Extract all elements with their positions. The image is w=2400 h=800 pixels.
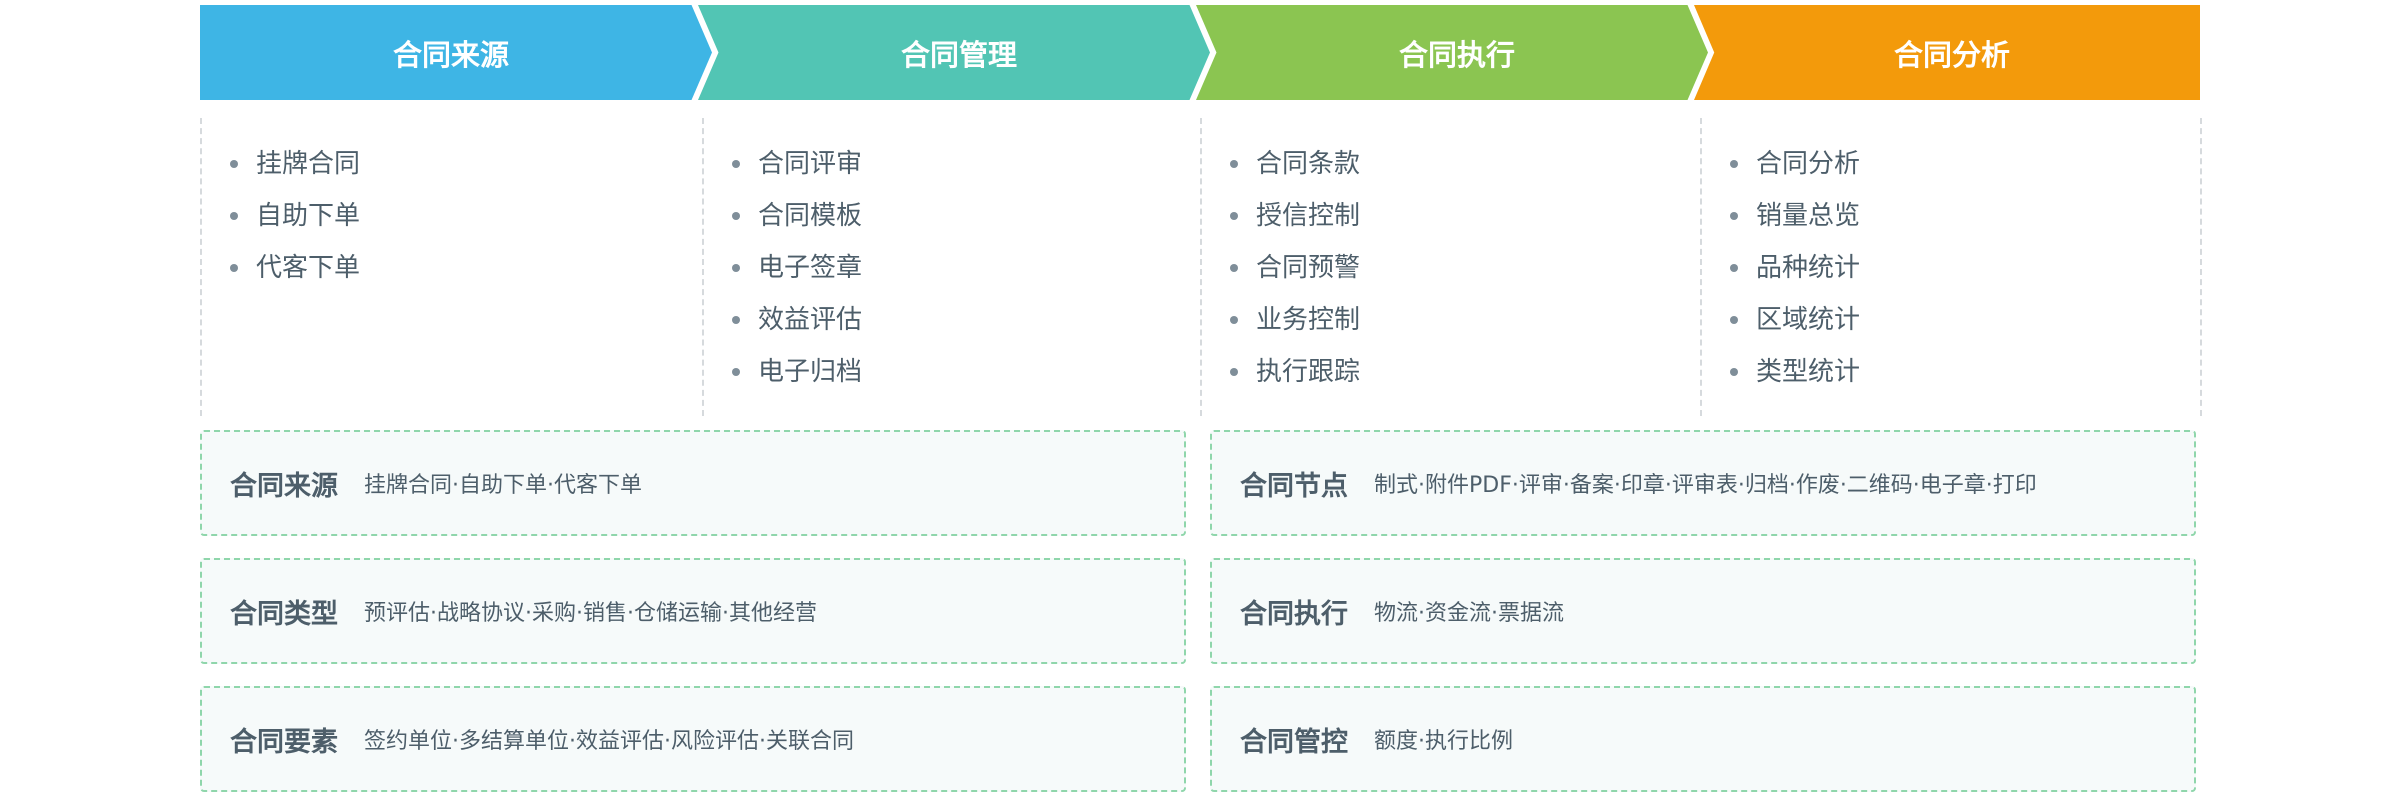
stage-column-source: 挂牌合同 自助下单 代客下单 xyxy=(200,118,702,416)
list-item: 品种统计 xyxy=(1730,242,1860,294)
list-item: 电子签章 xyxy=(732,242,862,294)
box-title: 合同来源 xyxy=(230,470,338,502)
info-box-control: 合同管控 额度·执行比例 xyxy=(1210,686,2196,792)
item-label: 电子归档 xyxy=(758,357,863,387)
info-box-nodes: 合同节点 制式·附件PDF·评审·备案·印章·评审表·归档·作废·二维码·电子章·… xyxy=(1210,430,2196,536)
item-label: 合同预警 xyxy=(1256,253,1361,283)
stage-header-source: 合同来源 xyxy=(200,5,712,100)
list-item: 区域统计 xyxy=(1730,294,1860,346)
list-item: 效益评估 xyxy=(732,294,862,346)
bullet-icon xyxy=(1730,160,1738,168)
item-label: 合同模板 xyxy=(758,201,863,231)
bullet-icon xyxy=(732,212,740,220)
item-label: 自助下单 xyxy=(256,201,361,231)
bullet-icon xyxy=(230,264,238,272)
list-item: 授信控制 xyxy=(1230,190,1360,242)
stage-title: 合同分析 xyxy=(1893,37,2010,72)
stage-title: 合同执行 xyxy=(1398,37,1515,72)
bullet-icon xyxy=(1730,316,1738,324)
bullet-icon xyxy=(732,316,740,324)
item-label: 品种统计 xyxy=(1756,253,1861,283)
item-label: 代客下单 xyxy=(256,253,361,283)
stage-header-execution: 合同执行 xyxy=(1196,5,1708,100)
bullet-icon xyxy=(1230,264,1238,272)
list-item: 挂牌合同 xyxy=(230,138,360,190)
list-item: 合同条款 xyxy=(1230,138,1360,190)
item-label: 类型统计 xyxy=(1756,357,1861,387)
box-title: 合同要素 xyxy=(230,726,338,758)
stage-header-analysis: 合同分析 xyxy=(1694,5,2200,100)
bullet-icon xyxy=(732,264,740,272)
info-box-execution: 合同执行 物流·资金流·票据流 xyxy=(1210,558,2196,664)
list-item: 合同评审 xyxy=(732,138,862,190)
info-box-types: 合同类型 预评估·战略协议·采购·销售·仓储运输·其他经营 xyxy=(200,558,1186,664)
box-title: 合同执行 xyxy=(1240,598,1348,630)
item-label: 合同分析 xyxy=(1756,149,1861,179)
item-label: 授信控制 xyxy=(1256,201,1361,231)
box-content: 预评估·战略协议·采购·销售·仓储运输·其他经营 xyxy=(364,601,817,626)
bullet-icon xyxy=(230,212,238,220)
list-item: 销量总览 xyxy=(1730,190,1860,242)
stage-column-management: 合同评审 合同模板 电子签章 效益评估 电子归档 xyxy=(702,118,1202,416)
stage-title: 合同来源 xyxy=(392,37,509,72)
bullet-icon xyxy=(732,368,740,376)
list-item: 电子归档 xyxy=(732,346,862,398)
list-item: 类型统计 xyxy=(1730,346,1860,398)
stage-header-management: 合同管理 xyxy=(698,5,1210,100)
bullet-icon xyxy=(732,160,740,168)
list-item: 业务控制 xyxy=(1230,294,1360,346)
info-box-elements: 合同要素 签约单位·多结算单位·效益评估·风险评估·关联合同 xyxy=(200,686,1186,792)
stage-column-execution: 合同条款 授信控制 合同预警 业务控制 执行跟踪 xyxy=(1200,118,1702,416)
stage-title: 合同管理 xyxy=(900,37,1017,72)
item-label: 销量总览 xyxy=(1756,201,1861,231)
box-content: 物流·资金流·票据流 xyxy=(1374,601,1564,626)
bullet-icon xyxy=(1230,160,1238,168)
box-content: 签约单位·多结算单位·效益评估·风险评估·关联合同 xyxy=(364,729,854,754)
list-item: 执行跟踪 xyxy=(1230,346,1360,398)
list-item: 合同预警 xyxy=(1230,242,1360,294)
list-item: 自助下单 xyxy=(230,190,360,242)
bullet-icon xyxy=(1730,264,1738,272)
item-label: 业务控制 xyxy=(1256,305,1361,335)
bullet-icon xyxy=(1230,212,1238,220)
item-label: 合同条款 xyxy=(1256,149,1361,179)
list-item: 合同模板 xyxy=(732,190,862,242)
box-content: 制式·附件PDF·评审·备案·印章·评审表·归档·作废·二维码·电子章·打印 xyxy=(1374,473,2037,498)
bullet-icon xyxy=(230,160,238,168)
bullet-icon xyxy=(1730,368,1738,376)
box-content: 挂牌合同·自助下单·代客下单 xyxy=(364,473,642,498)
item-label: 电子签章 xyxy=(758,253,863,283)
box-content: 额度·执行比例 xyxy=(1374,729,1513,754)
item-label: 效益评估 xyxy=(758,305,863,335)
box-title: 合同节点 xyxy=(1240,470,1348,502)
list-item: 合同分析 xyxy=(1730,138,1860,190)
item-label: 执行跟踪 xyxy=(1256,357,1361,387)
stage-column-analysis: 合同分析 销量总览 品种统计 区域统计 类型统计 xyxy=(1700,118,2202,416)
item-label: 合同评审 xyxy=(758,149,863,179)
item-label: 区域统计 xyxy=(1756,305,1861,335)
list-item: 代客下单 xyxy=(230,242,360,294)
bullet-icon xyxy=(1230,368,1238,376)
item-label: 挂牌合同 xyxy=(256,149,361,179)
box-title: 合同管控 xyxy=(1240,726,1348,758)
bullet-icon xyxy=(1730,212,1738,220)
bullet-icon xyxy=(1230,316,1238,324)
info-box-source: 合同来源 挂牌合同·自助下单·代客下单 xyxy=(200,430,1186,536)
box-title: 合同类型 xyxy=(230,598,338,630)
